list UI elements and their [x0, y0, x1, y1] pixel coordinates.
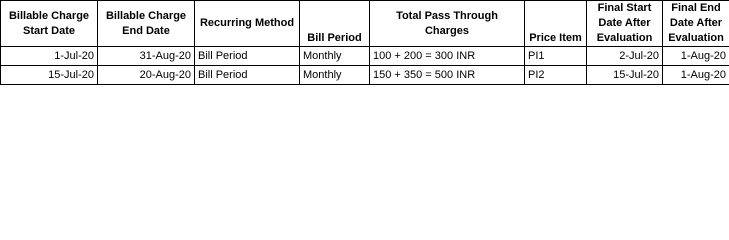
cell-bill-period: Monthly: [299, 65, 370, 85]
cell-bill-period: Monthly: [299, 46, 370, 66]
cell-price-item: PI1: [524, 46, 587, 66]
cell-recurring-method: Bill Period: [194, 46, 300, 66]
cell-recurring-method: Bill Period: [194, 65, 300, 85]
billing-table: Billable Charge Start Date Billable Char…: [0, 0, 729, 85]
cell-total-charges: 100 + 200 = 300 INR: [369, 46, 525, 66]
col-header-recurring-method: Recurring Method: [194, 0, 300, 47]
col-header-price-item: Price Item: [524, 0, 587, 47]
cell-final-start-date: 2-Jul-20: [586, 46, 663, 66]
col-header-total-charges: Total Pass Through Charges: [369, 0, 525, 47]
cell-final-end-date: 1-Aug-20: [662, 65, 729, 85]
cell-total-charges: 150 + 350 = 500 INR: [369, 65, 525, 85]
table-row: 1-Jul-20 31-Aug-20 Bill Period Monthly 1…: [0, 46, 729, 66]
col-header-final-start-date: Final Start Date After Evaluation: [586, 0, 663, 47]
cell-end-date: 20-Aug-20: [97, 65, 195, 85]
col-header-start-date: Billable Charge Start Date: [0, 0, 98, 47]
col-header-bill-period: Bill Period: [299, 0, 370, 47]
header-row: Billable Charge Start Date Billable Char…: [0, 0, 729, 47]
cell-start-date: 15-Jul-20: [0, 65, 98, 85]
col-header-end-date: Billable Charge End Date: [97, 0, 195, 47]
cell-final-end-date: 1-Aug-20: [662, 46, 729, 66]
table-row: 15-Jul-20 20-Aug-20 Bill Period Monthly …: [0, 65, 729, 85]
cell-end-date: 31-Aug-20: [97, 46, 195, 66]
cell-start-date: 1-Jul-20: [0, 46, 98, 66]
cell-price-item: PI2: [524, 65, 587, 85]
col-header-final-end-date: Final End Date After Evaluation: [662, 0, 729, 47]
cell-final-start-date: 15-Jul-20: [586, 65, 663, 85]
